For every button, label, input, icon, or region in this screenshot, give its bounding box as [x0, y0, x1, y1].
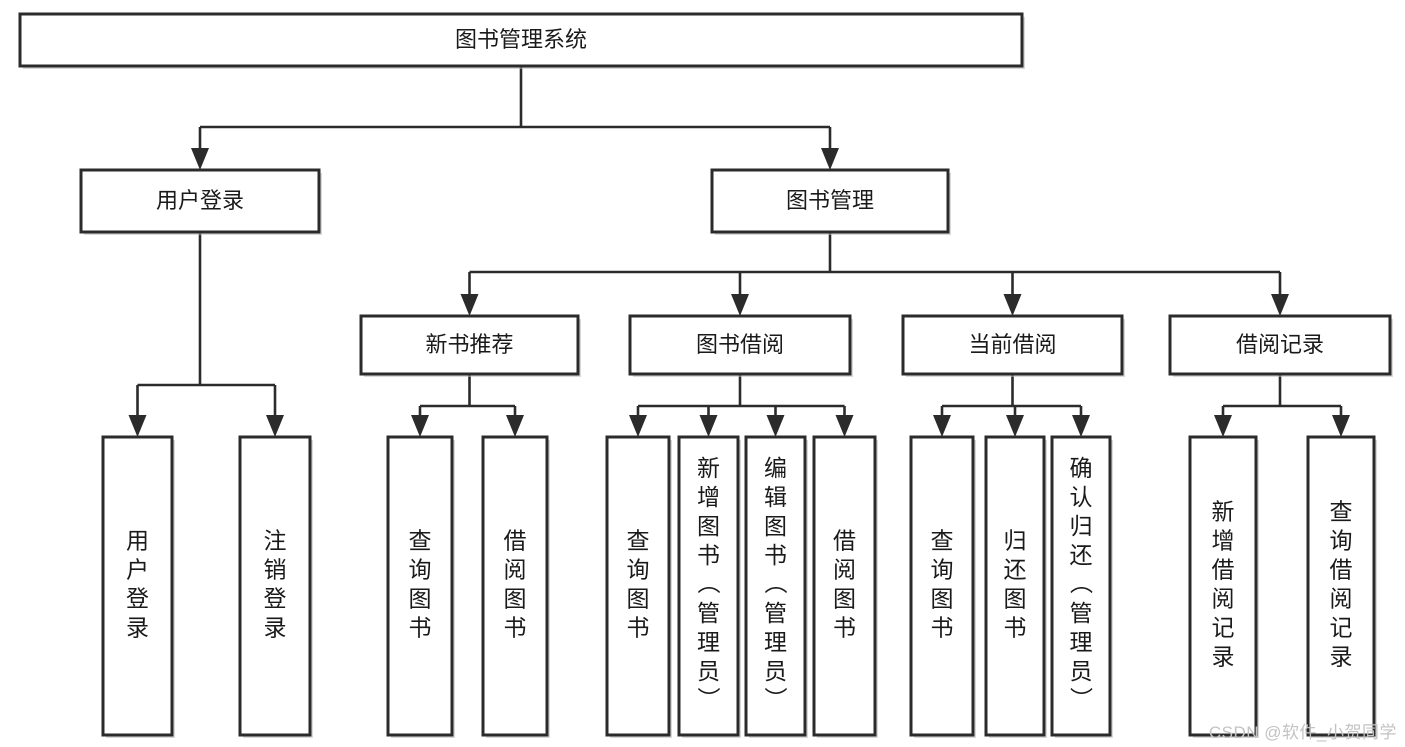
arrow-head-icon — [411, 415, 429, 437]
box-outline — [605, 435, 671, 737]
box-outline — [1168, 314, 1392, 376]
box-outline — [909, 435, 975, 737]
node-label: 用户登录 — [126, 528, 149, 641]
arrow-head-icon — [1006, 415, 1024, 437]
node-borrow-record[interactable]: 借阅记录 — [1168, 314, 1393, 377]
arrow-head-icon — [506, 415, 524, 437]
box-outline — [984, 435, 1046, 737]
arrow-head-icon — [766, 415, 785, 437]
node-book-management[interactable]: 图书管理 — [710, 168, 951, 235]
box-outline — [386, 435, 454, 737]
node-book-borrow[interactable]: 图书借阅 — [628, 314, 853, 377]
node-user-login[interactable]: 用户登录 — [79, 168, 322, 235]
arrow-head-icon — [699, 415, 718, 437]
box-outline — [1050, 435, 1112, 737]
arrow-head-icon — [1072, 415, 1090, 437]
leaf-user-logout[interactable]: 注销登录 — [238, 435, 313, 738]
arrow-head-icon — [629, 415, 647, 437]
arrow-head-icon — [266, 415, 284, 437]
arrow-head-icon — [191, 148, 209, 170]
box-outline — [359, 314, 580, 376]
node-label: 归还图书 — [1004, 528, 1027, 641]
leaf-edit-book-admin[interactable]: 编辑图书（管理员） — [744, 435, 808, 738]
connector-layer — [128, 66, 1350, 437]
node-label: 图书管理系统 — [455, 27, 587, 52]
node-label: 新增借阅记录 — [1212, 499, 1235, 670]
box-outline — [901, 314, 1124, 376]
node-label: 查询借阅记录 — [1330, 499, 1353, 670]
box-outline — [1188, 435, 1258, 737]
node-label: 当前借阅 — [968, 332, 1056, 357]
node-label: 编辑图书（管理员） — [764, 455, 788, 713]
watermark-text: CSDN @软件_小贺同学 — [1208, 723, 1397, 742]
node-label: 借阅图书 — [833, 528, 856, 641]
leaf-add-borrow-record[interactable]: 新增借阅记录 — [1188, 435, 1259, 738]
arrow-head-icon — [731, 294, 749, 316]
arrow-head-icon — [821, 148, 839, 170]
node-new-book-recommend[interactable]: 新书推荐 — [359, 314, 581, 377]
node-label: 图书管理 — [786, 188, 874, 213]
arrow-head-icon — [1332, 415, 1350, 437]
node-root[interactable]: 图书管理系统 — [18, 12, 1025, 69]
node-label: 确认归还（管理员） — [1070, 455, 1094, 713]
node-label: 用户登录 — [156, 188, 244, 213]
node-label: 注销登录 — [264, 528, 287, 641]
box-outline — [79, 168, 321, 234]
box-outline — [628, 314, 852, 376]
leaf-query-borrow-record[interactable]: 查询借阅记录 — [1306, 435, 1377, 738]
node-label: 查询图书 — [627, 528, 650, 641]
box-outline — [677, 435, 740, 737]
node-label: 新增图书（管理员） — [697, 455, 721, 713]
box-outline — [18, 12, 1024, 68]
leaf-borrow-book-a[interactable]: 借阅图书 — [481, 435, 550, 738]
box-outline — [744, 435, 807, 737]
arrow-head-icon — [835, 415, 854, 437]
box-outline — [710, 168, 950, 234]
leaf-add-book-admin[interactable]: 新增图书（管理员） — [677, 435, 741, 738]
leaf-confirm-return-admin[interactable]: 确认归还（管理员） — [1050, 435, 1113, 738]
box-outline — [812, 435, 877, 737]
box-outline — [101, 435, 174, 737]
node-current-borrow[interactable]: 当前借阅 — [901, 314, 1125, 377]
leaf-borrow-book-b[interactable]: 借阅图书 — [812, 435, 878, 738]
box-outline — [481, 435, 549, 737]
node-label: 查询图书 — [931, 528, 954, 641]
leaf-query-book-c[interactable]: 查询图书 — [909, 435, 976, 738]
leaf-return-book[interactable]: 归还图书 — [984, 435, 1047, 738]
node-label: 借阅图书 — [504, 528, 527, 641]
arrow-head-icon — [460, 294, 479, 316]
arrow-head-icon — [1003, 294, 1022, 316]
arrow-head-icon — [128, 415, 147, 437]
leaf-query-book-a[interactable]: 查询图书 — [386, 435, 455, 738]
node-label: 借阅记录 — [1236, 332, 1324, 357]
node-label: 图书借阅 — [696, 332, 784, 357]
node-label: 查询图书 — [409, 528, 432, 641]
node-label: 新书推荐 — [425, 332, 513, 357]
box-outline — [1306, 435, 1376, 737]
leaf-user-login[interactable]: 用户登录 — [101, 435, 175, 738]
box-outline — [238, 435, 312, 737]
leaf-query-book-b[interactable]: 查询图书 — [605, 435, 672, 738]
arrow-head-icon — [933, 415, 951, 437]
arrow-head-icon — [1214, 415, 1232, 437]
arrow-head-icon — [1271, 294, 1289, 316]
